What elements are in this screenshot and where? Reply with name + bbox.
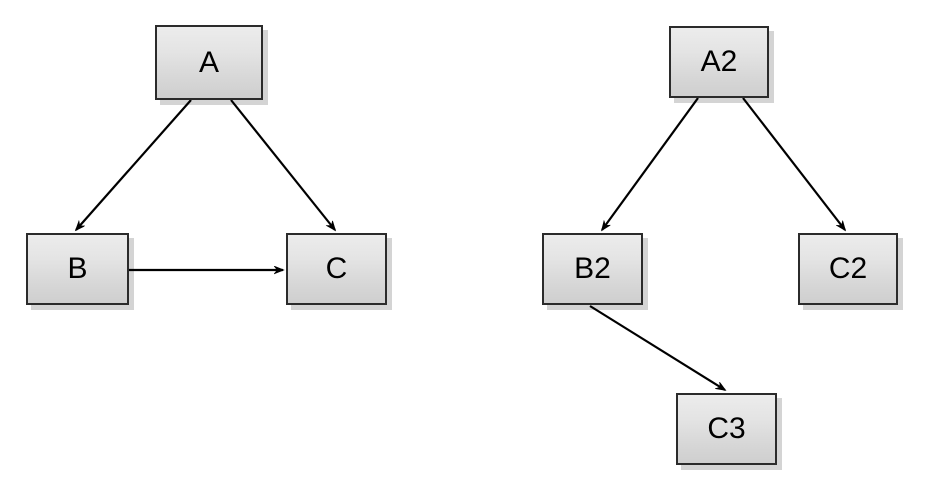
node-C2[interactable]: C2 — [798, 233, 898, 305]
node-label-B: B — [67, 252, 88, 285]
node-label-C3: C3 — [707, 412, 746, 445]
node-A[interactable]: A — [155, 25, 263, 100]
edges — [76, 97, 845, 391]
node-label-A2: A2 — [700, 45, 738, 78]
edge-B2-to-C3 — [589, 305, 725, 391]
edge-A2-to-B2 — [602, 97, 699, 230]
node-label-A: A — [198, 45, 219, 79]
node-B[interactable]: B — [26, 233, 129, 305]
node-label-B2: B2 — [574, 252, 611, 285]
edge-A-to-C — [230, 99, 335, 230]
edge-A-to-B — [76, 99, 192, 230]
node-label-C: C — [325, 252, 348, 285]
node-C[interactable]: C — [286, 233, 387, 305]
node-label-C2: C2 — [828, 252, 868, 285]
node-B2[interactable]: B2 — [542, 233, 643, 305]
node-A2[interactable]: A2 — [669, 26, 769, 98]
edge-A2-to-C2 — [742, 97, 845, 230]
node-C3[interactable]: C3 — [676, 393, 777, 465]
